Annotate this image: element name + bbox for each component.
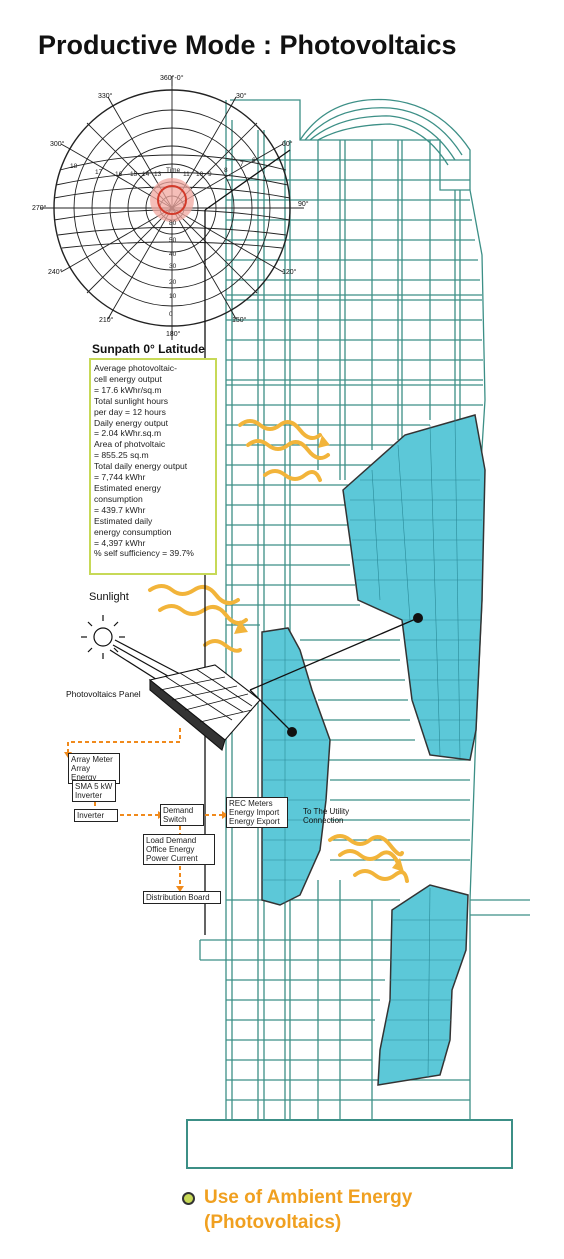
stat-line: Area of photvoltaic <box>94 439 166 450</box>
deg-330: 330° <box>98 92 113 100</box>
stat-line: Daily energy output <box>94 417 169 428</box>
svg-text:18: 18 <box>70 163 78 170</box>
svg-text:0: 0 <box>169 311 173 318</box>
svg-text:13: 13 <box>154 171 162 178</box>
sunpath-heading: Sunpath 0° Latitude <box>92 342 205 356</box>
demand-switch-box: Demand Switch <box>160 804 204 826</box>
array-meter-box: Array Meter Array Energy <box>68 753 120 784</box>
sma-inverter-box: SMA 5 kW Inverter <box>72 780 116 802</box>
svg-text:9: 9 <box>208 171 212 178</box>
legend-line-1: Use of Ambient Energy <box>204 1187 413 1208</box>
sunpath-degree-labels: 360°-0° 30° 60° 90° 120° 150° 180° 210° … <box>32 74 309 338</box>
sun-icon <box>81 615 181 689</box>
stat-line: = 17.6 kWhr/sq.m <box>94 384 162 395</box>
svg-text:50: 50 <box>169 237 177 244</box>
stat-line: = 855.25 sq.m <box>94 450 149 461</box>
svg-text:Time: Time <box>166 167 181 174</box>
pv-panel-lower <box>377 884 469 1086</box>
inverter-line: Inverter <box>77 811 105 820</box>
legend-text: Use of Ambient Energy (Photovoltaics) <box>204 1185 412 1235</box>
stat-line: = 4,397 kWhr <box>94 537 146 548</box>
stat-line: energy consumption <box>94 526 172 537</box>
load-demand-line: Load Demand <box>146 836 197 845</box>
utility-line: To The Utility <box>303 807 350 816</box>
sma-line: SMA 5 kW <box>75 782 113 791</box>
svg-text:17: 17 <box>95 169 103 176</box>
deg-210: 210° <box>99 316 114 324</box>
deg-240: 240° <box>48 268 63 276</box>
energy-import-line: Energy Import <box>229 808 280 817</box>
panel-marker-middle <box>287 727 297 737</box>
switch-line: Switch <box>163 815 187 824</box>
energy-export-line: Energy Export <box>229 817 280 826</box>
distribution-board-box: Distribution Board <box>143 891 221 904</box>
distribution-line: Distribution Board <box>146 893 210 902</box>
inverter-box: Inverter <box>74 809 118 822</box>
svg-text:40: 40 <box>169 251 177 258</box>
demand-line: Demand <box>163 806 194 815</box>
stat-line: cell energy output <box>94 373 162 384</box>
svg-text:8: 8 <box>224 167 228 174</box>
deg-30: 30° <box>236 92 247 100</box>
deg-300: 300° <box>50 140 65 148</box>
deg-270: 270° <box>32 204 47 212</box>
stat-line: consumption <box>94 493 143 504</box>
stat-line: Estimated energy <box>94 482 161 493</box>
deg-150: 150° <box>232 316 247 324</box>
pv-panel-middle <box>261 627 331 906</box>
power-current-line: Power Current <box>146 854 198 863</box>
svg-text:14: 14 <box>142 171 150 178</box>
stat-line: = 2.04 kWhr.sq.m <box>94 428 162 439</box>
rec-line: REC Meters <box>229 799 273 808</box>
svg-text:11: 11 <box>183 171 190 178</box>
pv-panel-upper <box>342 414 486 761</box>
pv-panel-label: Photovoltaics Panel <box>66 689 141 699</box>
stat-line: Estimated daily <box>94 515 153 526</box>
office-energy-line: Office Energy <box>146 845 195 854</box>
stat-line: Total sunlight hours <box>94 395 169 406</box>
svg-text:7: 7 <box>240 161 244 168</box>
stat-line: per day = 12 hours <box>94 406 166 417</box>
deg-0: 360°-0° <box>160 74 184 82</box>
svg-text:30: 30 <box>169 263 177 270</box>
svg-text:80: 80 <box>169 220 177 227</box>
connection-line: Connection <box>303 816 344 825</box>
deg-180: 180° <box>166 330 181 338</box>
pv-panel-sketch <box>148 664 261 751</box>
deg-60: 60° <box>282 140 293 148</box>
svg-text:6: 6 <box>252 157 256 164</box>
deg-120: 120° <box>282 268 297 276</box>
svg-text:16: 16 <box>115 171 123 178</box>
load-demand-box: Load Demand Office Energy Power Current <box>143 834 215 865</box>
stat-line: = 7,744 kWhr <box>94 472 146 483</box>
legend-line-2: (Photovoltaics) <box>204 1212 342 1233</box>
stat-line: Total daily energy output <box>94 461 188 472</box>
legend-dot-icon <box>182 1192 195 1205</box>
page-title: Productive Mode : Photovoltaics <box>38 30 457 60</box>
svg-text:20: 20 <box>169 279 177 286</box>
sunpath-hour-labels: 18 17 16 15 14 13 11 10 9 8 7 6 Time 80 50 40 30 20… <box>70 157 256 318</box>
svg-text:15: 15 <box>130 171 138 178</box>
energy-stats-box: Average photovoltaic- cell energy output… <box>89 358 217 575</box>
svg-text:10: 10 <box>169 293 177 300</box>
panel-marker-upper <box>413 613 423 623</box>
sun-arrows <box>148 419 409 883</box>
sma-inverter-line: Inverter <box>75 791 103 800</box>
deg-90: 90° <box>298 200 309 208</box>
stat-line: Average photovoltaic- <box>94 363 177 373</box>
array-energy-line: Array Energy <box>71 764 97 782</box>
sunlight-label: Sunlight <box>89 591 129 603</box>
array-meter-line: Array Meter <box>71 755 113 764</box>
utility-connection-label: To The Utility Connection <box>303 807 349 825</box>
svg-text:10: 10 <box>196 171 204 178</box>
rec-meters-box: REC Meters Energy Import Energy Export <box>226 797 288 828</box>
stat-line: = 439.7 kWhr <box>94 504 146 515</box>
stat-line: % self sufficiency = 39.7% <box>94 548 194 559</box>
sunpath-highlight <box>150 178 194 222</box>
